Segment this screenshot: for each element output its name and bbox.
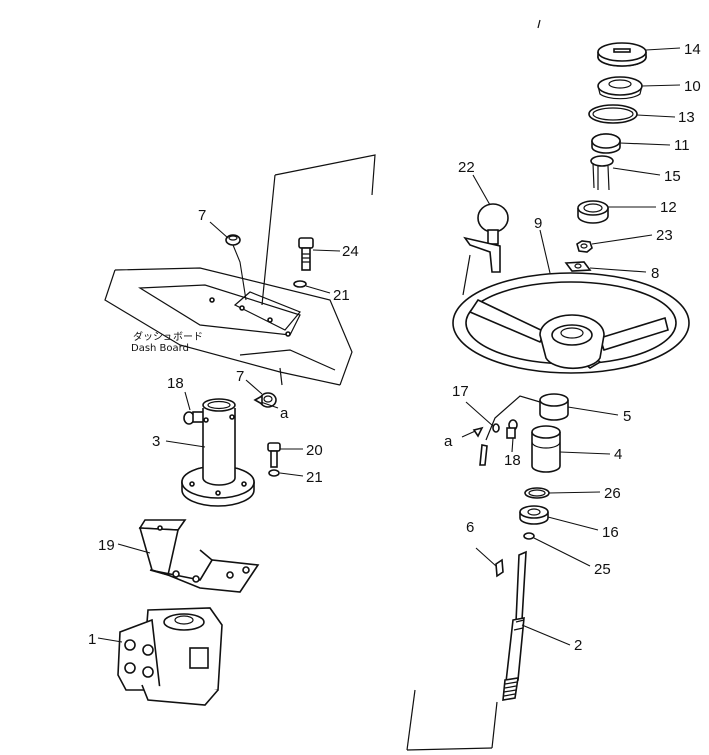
callout-11: 11 [674,137,690,154]
callout-14: 14 [684,41,701,58]
part-4-sleeve [531,425,561,473]
part-23-nut [576,240,593,253]
callout-25: 25 [594,561,611,578]
column-outline [406,19,541,751]
part-13-ring [588,104,638,124]
callout-4: 4 [614,446,622,463]
callout-8: 8 [651,265,659,282]
callout-a-left: a [280,405,289,422]
callout-23: 23 [656,227,673,244]
callout-19: 19 [98,537,115,554]
callout-13: 13 [678,109,695,126]
callout-18-right: 18 [504,452,521,469]
part-20-bolt [267,442,281,468]
callout-6: 6 [466,519,474,536]
callout-9: 9 [534,215,542,232]
dash-board-label-jp: ダッシュボード [133,330,203,343]
part-18-bolt-right [506,419,518,439]
part-24-bolt [298,237,314,271]
callout-1: 1 [88,631,96,648]
part-9-steering-wheel [452,272,690,374]
part-6-key [495,558,504,578]
part-16-bearing [519,505,549,525]
part-19-bracket [138,519,260,593]
part-2-steering-shaft [502,550,527,701]
callout-18-left: 18 [167,375,184,392]
callout-12: 12 [660,199,677,216]
part-26-snap-ring [524,487,550,499]
part-7-nut-top [225,234,247,301]
callout-20: 20 [306,442,323,459]
callout-26: 26 [604,485,621,502]
leader-lines [97,47,681,646]
callout-15: 15 [664,168,681,185]
part-21-washer-lower [268,469,280,477]
part-1-steering-unit [117,607,223,706]
part-21-washer-upper [293,280,307,288]
part-17-horn-wire [479,395,541,466]
part-18-bolt-left [183,411,210,425]
callout-17: 17 [452,383,469,400]
callout-2: 2 [574,637,582,654]
callout-22: 22 [458,159,475,176]
part-14-horn-cap [597,42,647,67]
part-3-column-tube [181,398,255,507]
callout-3: 3 [152,433,160,450]
callout-21-upper: 21 [333,287,350,304]
callout-labels: 14 10 13 11 15 12 23 8 22 9 5 4 26 16 25… [88,41,701,654]
callout-7-upper: 7 [198,207,206,224]
part-11-button [591,133,621,154]
part-15-contact [590,155,614,191]
callout-7-lower: 7 [236,368,244,385]
reference-arrows [253,394,484,438]
callout-5: 5 [623,408,631,425]
part-12-bushing [577,200,609,224]
callout-24: 24 [342,243,359,260]
callout-a-right: a [444,433,453,450]
dash-board-label-en: Dash Board [131,343,189,354]
part-8-lock-plate [564,261,592,272]
callout-10: 10 [684,78,701,95]
dash-board-panel: ダッシュボード Dash Board [104,154,376,386]
part-5-collar [539,393,569,421]
callout-16: 16 [602,524,619,541]
part-25-washer [523,532,535,540]
part-22-spinner-knob [463,203,509,273]
callout-21-lower: 21 [306,469,323,486]
part-10-cover [597,76,643,100]
